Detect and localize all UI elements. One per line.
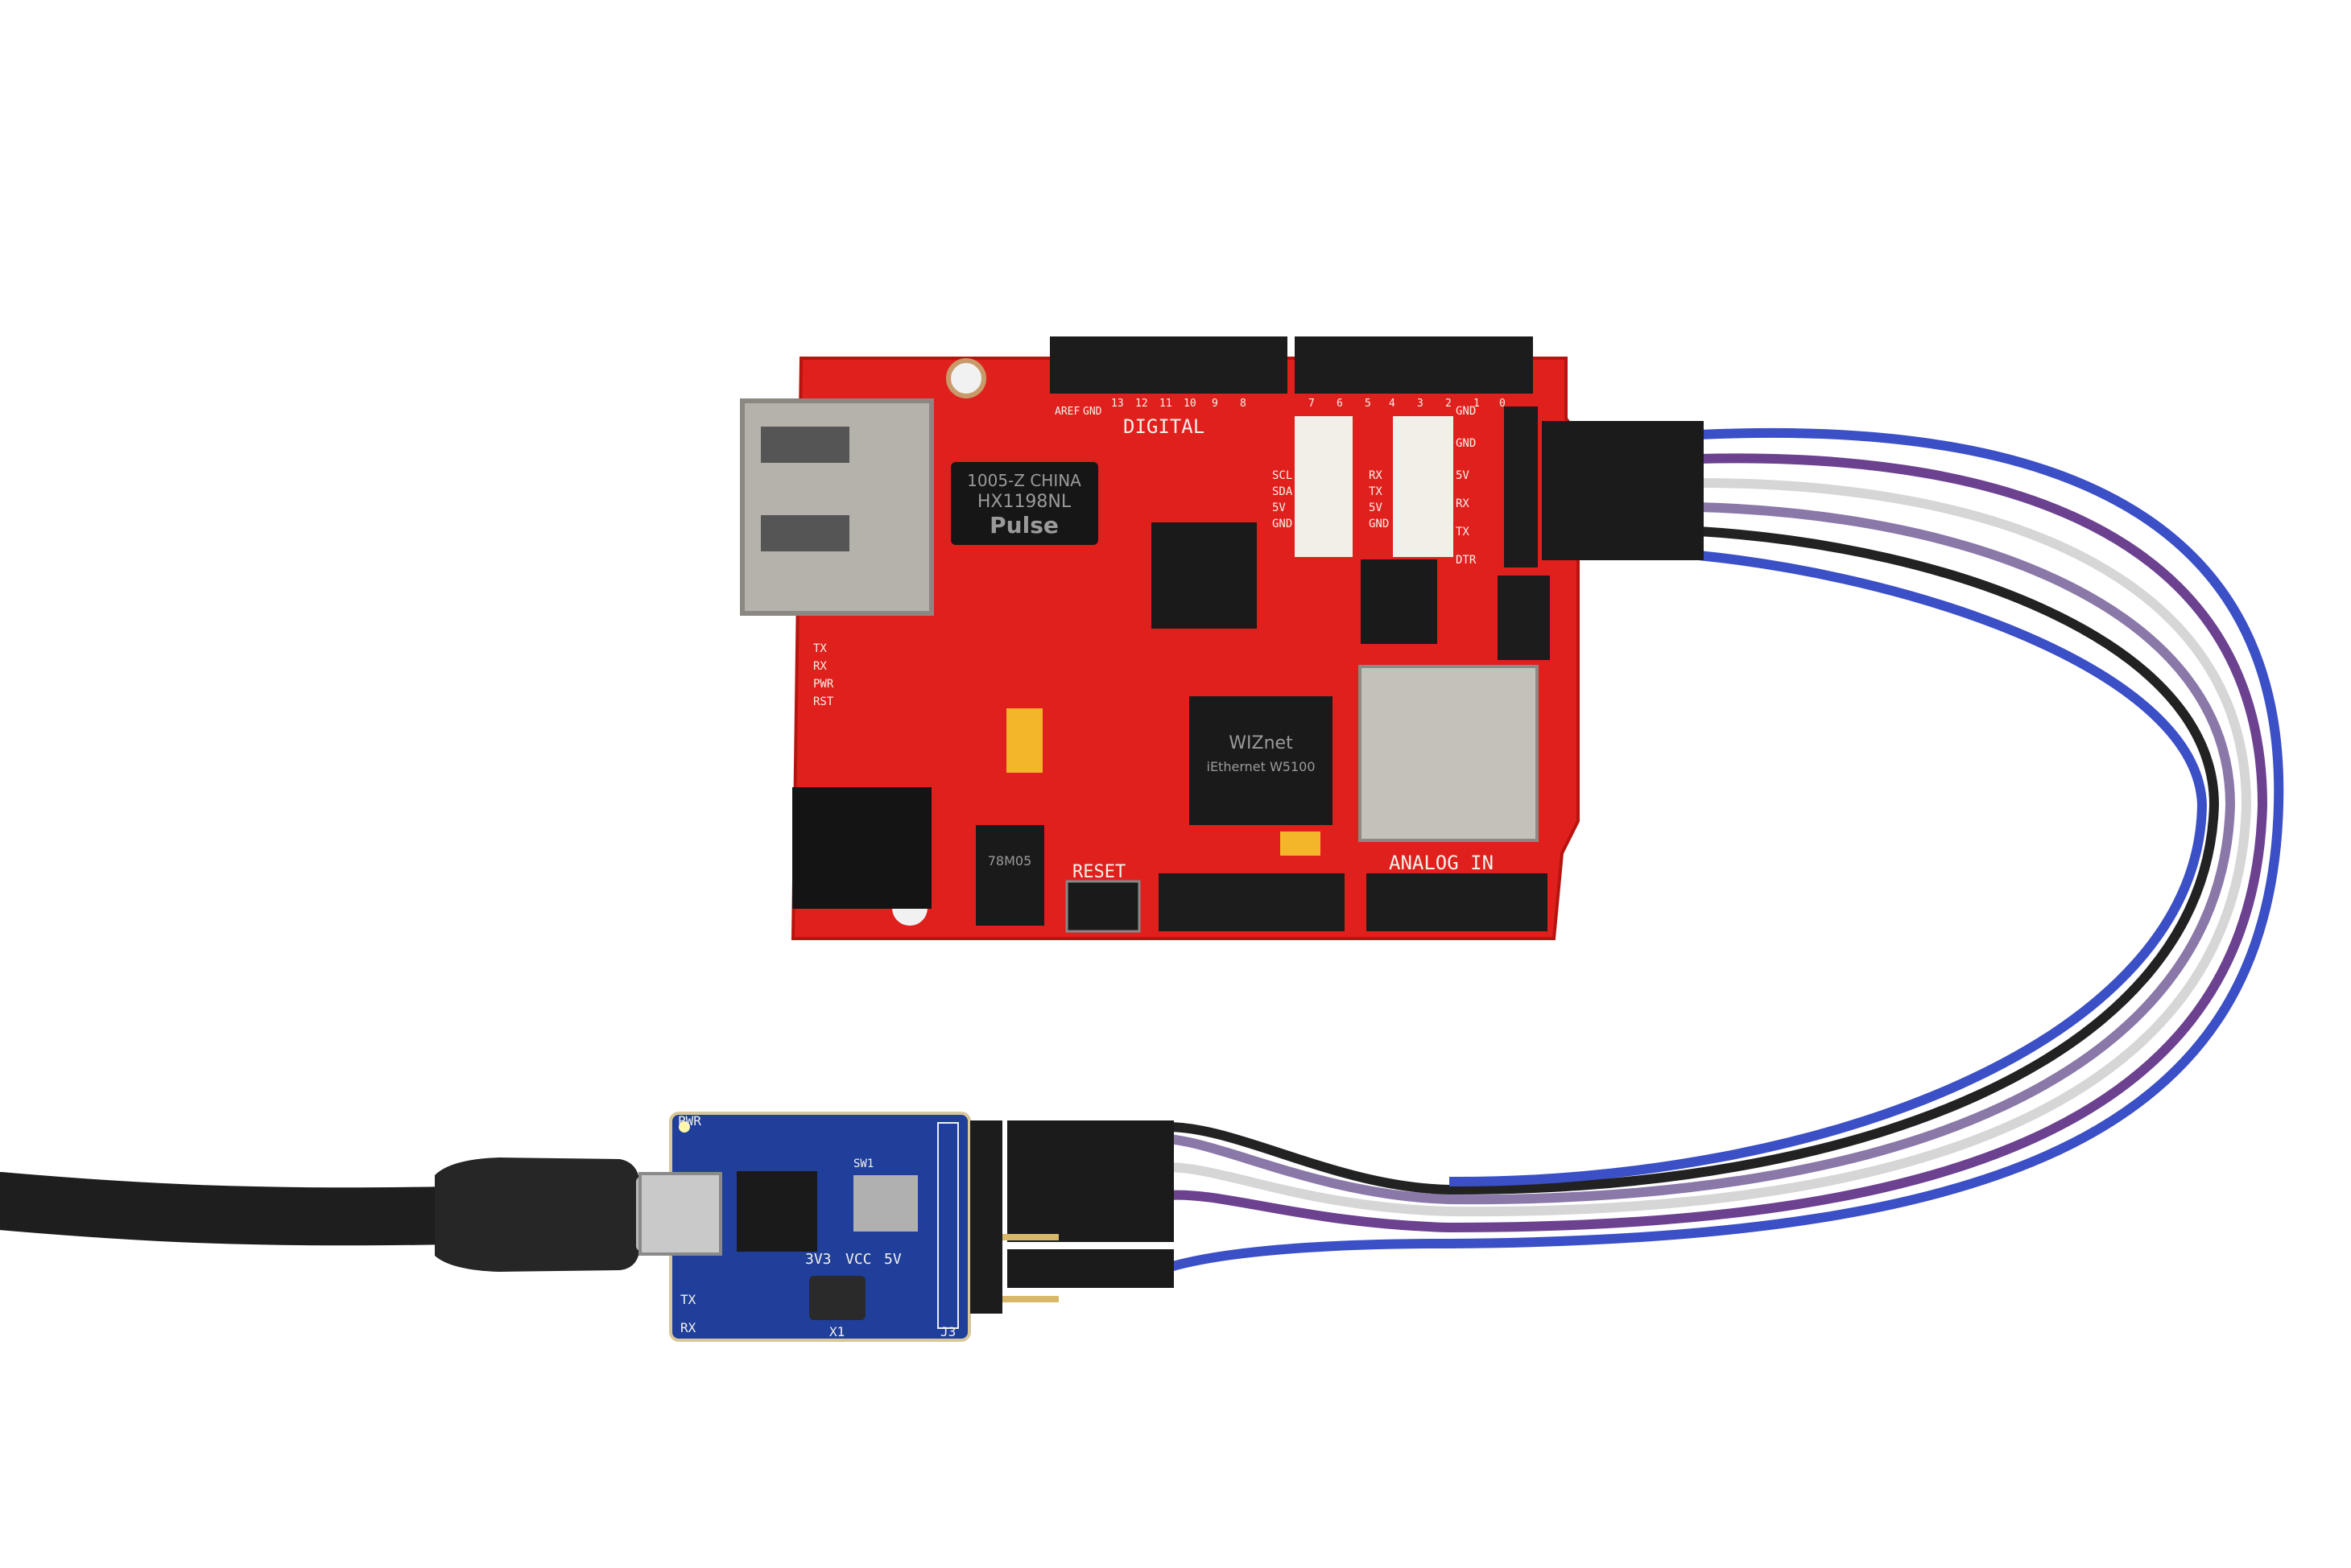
i2c-grove-connector — [1295, 416, 1353, 557]
digital-header-low — [1295, 336, 1533, 394]
uart-rx-label: RX — [1369, 469, 1382, 482]
i2c-5v-label: 5V — [1272, 501, 1286, 514]
regulator-label: 78M05 — [988, 853, 1032, 869]
pin-7-label: 7 — [1308, 398, 1315, 410]
pin-dtr-label: DTR — [1456, 554, 1477, 567]
tx-label: TX — [680, 1292, 696, 1307]
uart-5v-label: 5V — [1369, 501, 1382, 514]
i2c-scl-label: SCL — [1272, 469, 1292, 482]
pin-5-label: 5 — [1365, 398, 1371, 410]
digital-header-high — [1050, 336, 1287, 394]
led-rst-label: RST — [813, 695, 834, 708]
transformer-lot: 1005-Z CHINA — [967, 471, 1081, 490]
micro-usb-port — [638, 1172, 722, 1256]
w5100-chip — [1189, 696, 1333, 825]
pin-0-label: 0 — [1499, 398, 1506, 410]
pin-6-label: 6 — [1337, 398, 1343, 410]
j3-label: J3 — [940, 1324, 956, 1339]
pin-2-label: 2 — [1445, 398, 1452, 410]
pin-4-label: 4 — [1389, 398, 1395, 410]
uart-gnd-label: GND — [1369, 518, 1389, 530]
w5100-brand: WIZnet — [1229, 733, 1293, 753]
jumper-wires — [1166, 427, 2284, 1273]
microcontroller — [1151, 522, 1257, 629]
reset-button[interactable] — [1065, 880, 1141, 933]
pin-8-label: 8 — [1240, 398, 1246, 410]
w5100-model: iEthernet W5100 — [1207, 759, 1316, 774]
pin-11-label: 11 — [1159, 398, 1172, 410]
pin-aref-label: AREF — [1055, 406, 1080, 418]
voltage-switch[interactable] — [853, 1175, 918, 1232]
3v3-label: 3V3 — [805, 1251, 832, 1268]
usb-serial-chip — [737, 1171, 817, 1252]
transformer-model: HX1198NL — [977, 492, 1072, 512]
reset-label: RESET — [1072, 862, 1126, 882]
uart-grove-connector — [1393, 416, 1453, 557]
red-ethernet-board: 1005-Z CHINA HX1198NL Pulse WIZnet iEthe… — [740, 336, 1704, 940]
pwr-label: PWR — [678, 1113, 701, 1129]
uart-jumper-connector — [1542, 421, 1704, 560]
sd-card-slot — [1358, 665, 1539, 842]
pin-1-label: 1 — [1473, 398, 1480, 410]
blue-single-connector — [1007, 1249, 1174, 1288]
led-rx-label: RX — [813, 660, 827, 673]
pin-gnd2-label: GND — [1456, 437, 1476, 450]
sw1-label: SW1 — [853, 1157, 874, 1170]
led-pwr-label: PWR — [813, 678, 834, 691]
pin-9-label: 9 — [1212, 398, 1218, 410]
analog-header — [1366, 873, 1547, 931]
pulse-transformer — [951, 462, 1098, 545]
digital-label: DIGITAL — [1123, 415, 1204, 438]
pin-gnd1-label: GND — [1456, 405, 1476, 418]
led-tx-label: TX — [813, 642, 827, 655]
power-header — [1159, 873, 1345, 931]
crystal — [809, 1276, 866, 1320]
x1-label: X1 — [829, 1324, 845, 1339]
blue-usb-serial-board: PWR 3V3 VCC 5V TX RX X1 J3 SW1 — [638, 1112, 1174, 1342]
transformer-brand: Pulse — [990, 512, 1059, 538]
i2c-sda-label: SDA — [1272, 485, 1293, 498]
pin-5v-label: 5V — [1456, 469, 1469, 482]
pin-gnd-label: GND — [1083, 406, 1102, 418]
i2c-gnd-label: GND — [1272, 518, 1292, 530]
pin-12-label: 12 — [1135, 398, 1148, 410]
pin-13-label: 13 — [1111, 398, 1124, 410]
vcc-label: VCC — [845, 1251, 872, 1268]
pin-10-label: 10 — [1184, 398, 1196, 410]
uart-tx-label: TX — [1369, 485, 1382, 498]
analog-in-label: ANALOG IN — [1389, 852, 1494, 874]
5v-label: 5V — [884, 1251, 902, 1268]
blue-jumper-connector — [1007, 1120, 1174, 1242]
pin-rx-label: RX — [1456, 497, 1469, 510]
pin-3-label: 3 — [1417, 398, 1423, 410]
rx-label: RX — [680, 1320, 696, 1335]
dc-power-jack — [792, 787, 932, 909]
pin-tx-label: TX — [1456, 526, 1469, 538]
